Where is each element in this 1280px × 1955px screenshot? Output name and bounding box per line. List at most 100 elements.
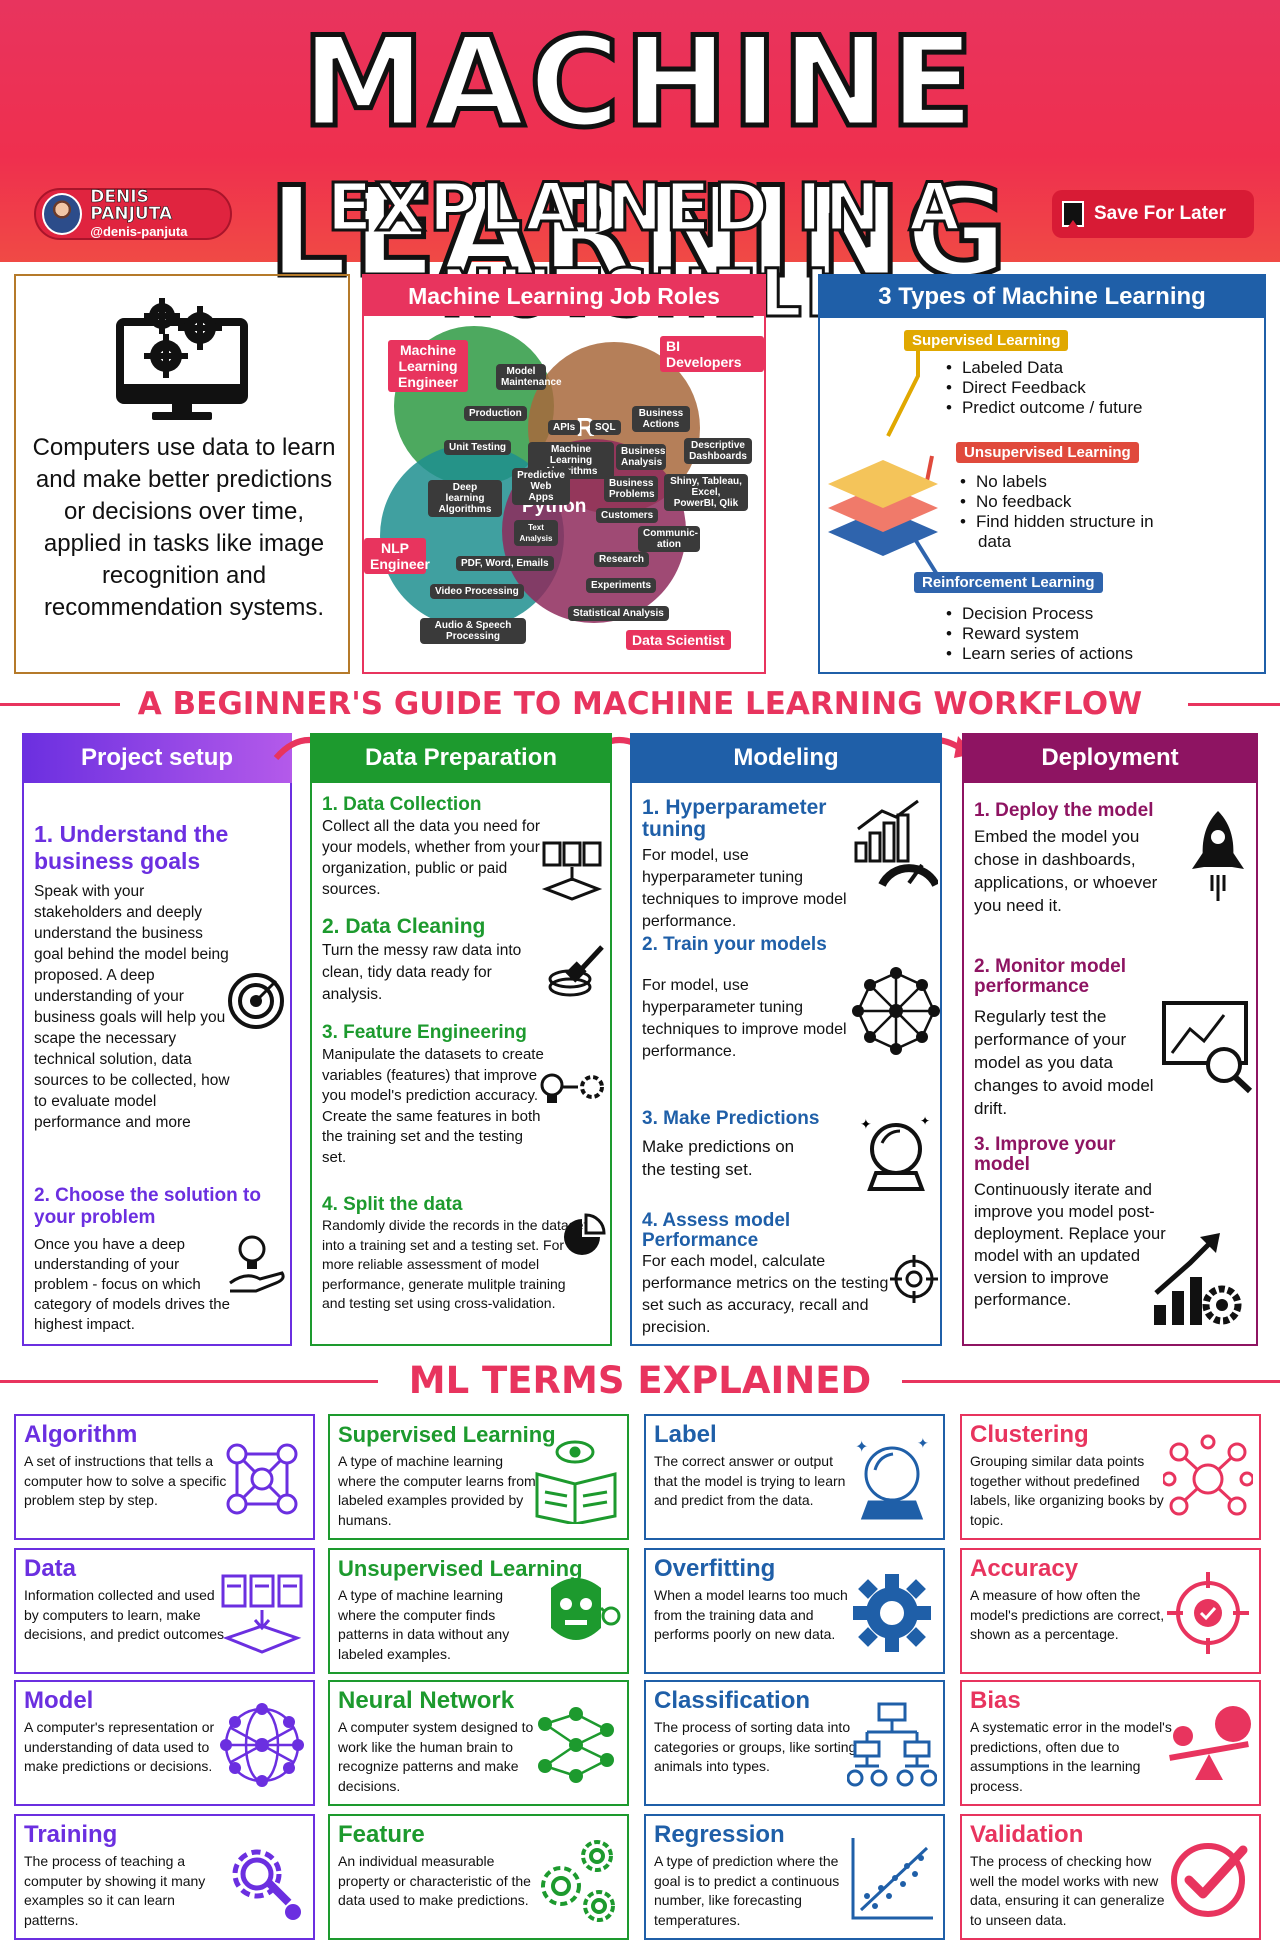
divider <box>0 703 120 706</box>
check-circle-icon <box>1163 1834 1253 1924</box>
neural-net-icon <box>531 1700 621 1790</box>
rocket-icon <box>1192 811 1244 901</box>
skill-label: PDF, Word, Emails <box>456 556 554 571</box>
column-data-preparation: Data Preparation 1. Data Collection Coll… <box>310 733 612 1346</box>
job-roles-title: Machine Learning Job Roles <box>364 276 764 316</box>
author-handle: @denis-panjuta <box>90 223 188 239</box>
skill-label: Business Analysis <box>616 444 666 470</box>
svg-text:✦: ✦ <box>920 1115 930 1128</box>
term-title: Unsupervised Learning <box>338 1556 583 1581</box>
skill-label: Unit Testing <box>444 440 512 455</box>
step-title: 1. Hyperparameter tuning <box>642 796 827 841</box>
term-title: Neural Network <box>338 1687 515 1714</box>
step-body: Make predictions on the testing set. <box>642 1137 795 1179</box>
step-title: 2. Monitor model performance <box>974 956 1126 997</box>
job-roles-panel: Machine Learning Job Roles Machine Learn… <box>362 274 766 674</box>
list-item: No feedback <box>960 492 1190 512</box>
documents-icon <box>217 1568 307 1658</box>
step-body: Collect all the data you need for your m… <box>322 818 540 898</box>
step-title: 3. Make Predictions <box>642 1108 820 1129</box>
save-for-later-button[interactable]: Save For Later <box>1052 190 1254 238</box>
bookmark-icon <box>1062 201 1084 227</box>
term-title: Data <box>24 1555 77 1582</box>
reinforcement-list: Decision Process Reward system Learn ser… <box>946 604 1133 664</box>
role-nlp-engineer: NLP Engineer <box>364 538 430 574</box>
terms-heading: ML TERMS EXPLAINED <box>408 1359 872 1402</box>
term-title: Accuracy <box>970 1555 1079 1582</box>
intro-panel: Computers use data to learn and make bet… <box>14 274 350 674</box>
term-title: Algorithm <box>24 1421 138 1448</box>
crystal-ball-icon: ✦✦ <box>847 1434 937 1524</box>
target-check-icon <box>1163 1568 1253 1658</box>
tag-unsupervised: Unsupervised Learning <box>956 442 1139 463</box>
term-description: The process of sorting data into categor… <box>654 1719 857 1774</box>
column-title: Project setup <box>22 733 292 783</box>
network-icon <box>217 1434 307 1524</box>
term-description: A computer's representation or understan… <box>24 1719 215 1774</box>
column-title: Modeling <box>630 733 942 783</box>
step-body: Randomly divide the records in the datas… <box>322 1217 588 1311</box>
hierarchy-icon <box>847 1700 937 1790</box>
skill-label: Video Processing <box>430 584 524 599</box>
step-title: 1. Understand the business goals <box>34 821 229 874</box>
term-description: The correct answer or output that the mo… <box>654 1453 846 1508</box>
step-body: Regularly test the performance of your m… <box>974 1007 1154 1118</box>
term-title: Validation <box>970 1821 1084 1848</box>
skill-label: Statistical Analysis <box>568 606 669 621</box>
column-title: Data Preparation <box>310 733 612 783</box>
term-description: The process of checking how well the mod… <box>970 1853 1165 1928</box>
svg-text:✦: ✦ <box>860 1117 872 1133</box>
term-title: Supervised Learning <box>338 1422 556 1447</box>
tuning-gauge-icon <box>854 799 938 887</box>
gears-icon <box>531 1834 621 1924</box>
term-description: A computer system designed to work like … <box>338 1719 534 1794</box>
term-description: A systematic error in the model's predic… <box>970 1719 1172 1794</box>
tag-reinforcement: Reinforcement Learning <box>914 572 1103 593</box>
monitor-chart-icon <box>1162 1001 1253 1094</box>
term-description: Grouping similar data points together wi… <box>970 1453 1164 1528</box>
skill-label: Predictive Web Apps <box>512 468 570 505</box>
mesh-sphere-icon <box>217 1700 307 1790</box>
step-title: 2. Choose the solution to your problem <box>34 1185 261 1228</box>
cluster-icon <box>1163 1434 1253 1524</box>
list-item: Find hidden structure in data <box>960 512 1190 552</box>
save-label: Save For Later <box>1094 203 1226 224</box>
layers-icon <box>828 344 940 578</box>
term-description: The process of teaching a computer by sh… <box>24 1853 206 1928</box>
divider <box>0 1380 378 1383</box>
step-body: Turn the messy raw data into clean, tidy… <box>322 942 522 1003</box>
step-body: For each model, calculate performance me… <box>642 1253 889 1336</box>
computer-gears-icon <box>112 288 252 424</box>
role-data-scientist: Data Scientist <box>626 630 731 650</box>
term-title: Training <box>24 1821 118 1848</box>
author-badge[interactable]: DENIS PANJUTA @denis-panjuta <box>34 188 232 240</box>
term-title: Clustering <box>970 1421 1089 1448</box>
term-description: Information collected and used by comput… <box>24 1587 228 1642</box>
term-description: A measure of how often the model's predi… <box>970 1587 1165 1642</box>
documents-icon <box>541 841 603 901</box>
growth-gear-icon <box>1154 1233 1242 1325</box>
skill-label: Shiny, Tableau, Excel, PowerBI, Qlik <box>664 474 748 511</box>
term-title: Bias <box>970 1687 1021 1714</box>
step-title: 1. Data Collection <box>322 794 482 815</box>
term-card: Feature An individual measurable property… <box>328 1814 629 1940</box>
skill-label: Descriptive Dashboards <box>684 438 752 464</box>
term-description: An individual measurable property or cha… <box>338 1853 531 1908</box>
step-title: 3. Improve your model <box>974 1134 1116 1175</box>
skill-label: Communic-ation <box>638 526 700 552</box>
robot-head-icon <box>531 1568 621 1658</box>
step-title: 3. Feature Engineering <box>322 1022 527 1043</box>
column-title: Deployment <box>962 733 1258 783</box>
term-card: Accuracy A measure of how often the model… <box>960 1548 1261 1674</box>
term-title: Overfitting <box>654 1555 776 1582</box>
term-title: Feature <box>338 1821 425 1848</box>
gear-wrench-icon <box>217 1834 307 1924</box>
step-body: Embed the model you chose in dashboards,… <box>974 827 1158 915</box>
gear-icon <box>847 1568 937 1658</box>
list-item: Reward system <box>946 624 1133 644</box>
role-ml-engineer: Machine Learning Engineer <box>388 340 468 392</box>
skill-label: Business Actions <box>632 406 690 432</box>
skill-label: Audio & Speech Processing <box>420 618 526 644</box>
